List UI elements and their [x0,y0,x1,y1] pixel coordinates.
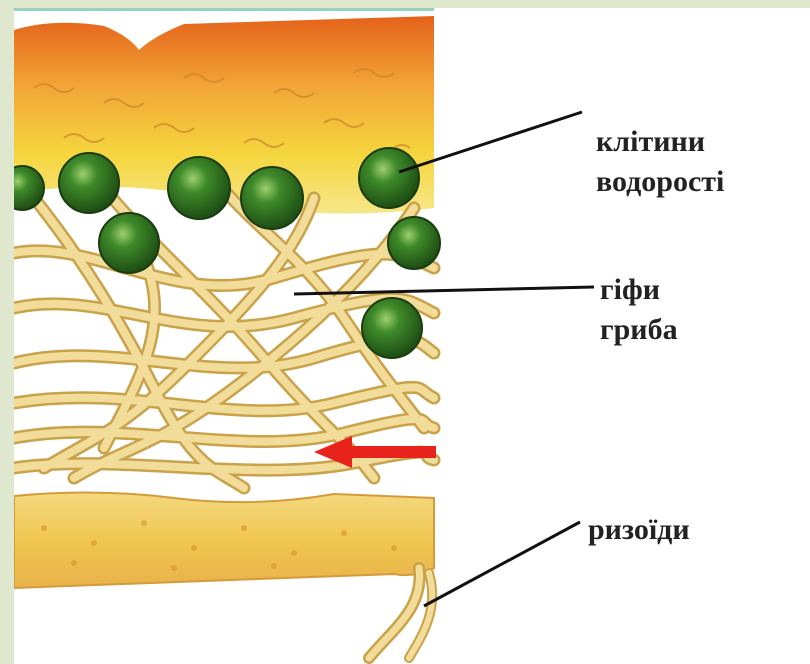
label-algae-line-2: водорості [596,162,724,202]
rhizoids-drawing [369,568,432,658]
algae-cell [241,167,303,229]
slide-canvas: клітини водорості гіфи гриба ризоїди [14,8,810,664]
algae-cell [388,217,440,269]
label-algae-cells: клітини водорості [596,122,724,202]
algae-cell [168,157,230,219]
lower-cortex [14,492,434,588]
leader-line-rhizoids [424,522,580,606]
label-hyphae-line-2: гриба [600,310,678,350]
algae-cell [362,298,422,358]
algae-cell [59,153,119,213]
lichen-cross-section [14,8,810,664]
algae-cell [359,148,419,208]
algae-cell [99,213,159,273]
label-algae-line-1: клітини [596,122,724,162]
label-hyphae-line-1: гіфи [600,270,678,310]
label-rhizoids: ризоїди [588,510,690,550]
label-fungal-hyphae: гіфи гриба [600,270,678,350]
